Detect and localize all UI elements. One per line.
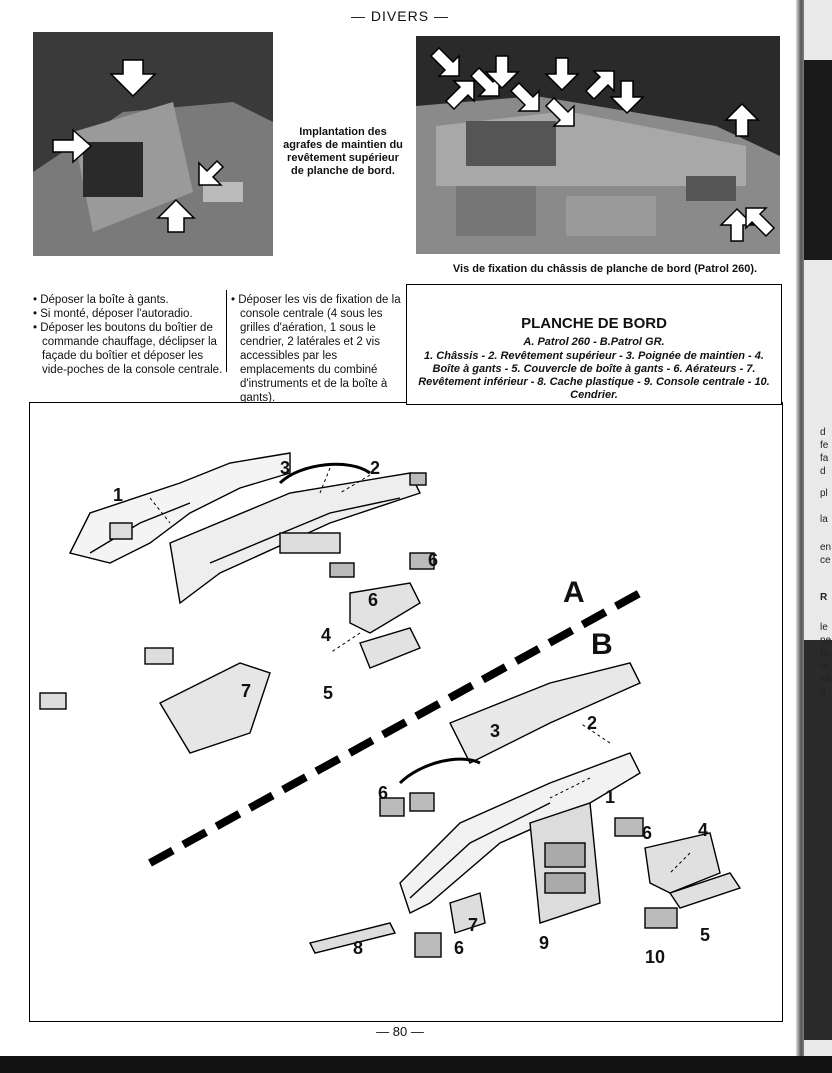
part-label: 1 [605,787,616,807]
facing-page-text: bo [820,648,832,659]
facing-page-text: d [820,427,826,438]
photo-console-clips [33,32,273,256]
part-label: 6 [428,550,439,570]
facing-page-text: fa [820,453,829,464]
console-photo-graphic [33,32,273,256]
part-label: 5 [323,683,334,703]
part-label: 7 [241,681,252,701]
column-divider [226,290,227,372]
facing-page-photo [804,60,832,260]
facing-page-text: sa [820,674,831,685]
part-label: 1 [113,485,124,505]
book-spine [796,0,806,1073]
diagram-legend-box: PLANCHE DE BORD A. Patrol 260 - B.Patrol… [406,284,782,405]
instruction-item: • Déposer les vis de fixation de la cons… [231,294,401,404]
facing-page-text: pe [820,635,832,646]
facing-page-text: pl [820,488,828,499]
facing-page-text: m [820,661,829,672]
facing-page-text: ce [820,555,831,566]
page-number: — 80 — [376,1024,424,1039]
part-label: 9 [539,933,550,953]
facing-page-text: en [820,542,832,553]
part-label: 4 [698,820,709,840]
photo-right-caption: Vis de fixation du châssis de planche de… [452,263,758,275]
instruction-item: • Déposer les boutons du boîtier de comm… [33,322,223,376]
facing-page-strip: d fe fa d pl la en ce R le pe bo m sa d [804,0,832,1073]
diagram-subtitle: A. Patrol 260 - B.Patrol GR. [523,336,665,348]
facing-page-text: d [820,687,826,698]
part-label: 6 [378,783,389,803]
facing-page-text: la [820,514,828,525]
diagram-legend: 1. Châssis - 2. Revêtement supérieur - 3… [418,350,770,401]
scan-bottom-edge [0,1056,832,1073]
part-label: 8 [353,938,364,958]
facing-page-photo [804,640,832,1040]
instruction-item: • Déposer la boîte à gants. [33,294,169,306]
page-header: — DIVERS — [351,8,449,24]
facing-page-text: R [820,592,828,603]
part-label: 5 [700,925,711,945]
facing-page-text: d [820,466,826,477]
part-label: 6 [642,823,653,843]
facing-page-text: fe [820,440,829,451]
dashboard-photo-graphic [416,36,780,254]
instructions-right: • Déposer les vis de fixation de la cons… [231,293,407,405]
photo-dashboard-frame [416,36,780,254]
part-label: 3 [490,721,501,741]
photo-left-caption: Implantation des agrafes de maintien du … [283,126,403,177]
part-label: 7 [468,915,479,935]
part-label: 6 [368,590,379,610]
section-a-label: A [563,576,585,609]
instructions-left: • Déposer la boîte à gants. • Si monté, … [33,293,223,377]
part-label: 2 [587,713,598,733]
section-b-label: B [591,628,613,661]
part-label: 10 [645,947,666,967]
diagram-title: PLANCHE DE BORD [521,315,667,332]
exploded-dashboard-diagram [39,452,742,958]
part-label: 2 [370,458,381,478]
facing-page-text: le [820,622,828,633]
part-label: 6 [454,938,465,958]
part-label: 4 [321,625,332,645]
part-label: 3 [280,458,291,478]
instruction-item: • Si monté, déposer l'autoradio. [33,308,193,320]
